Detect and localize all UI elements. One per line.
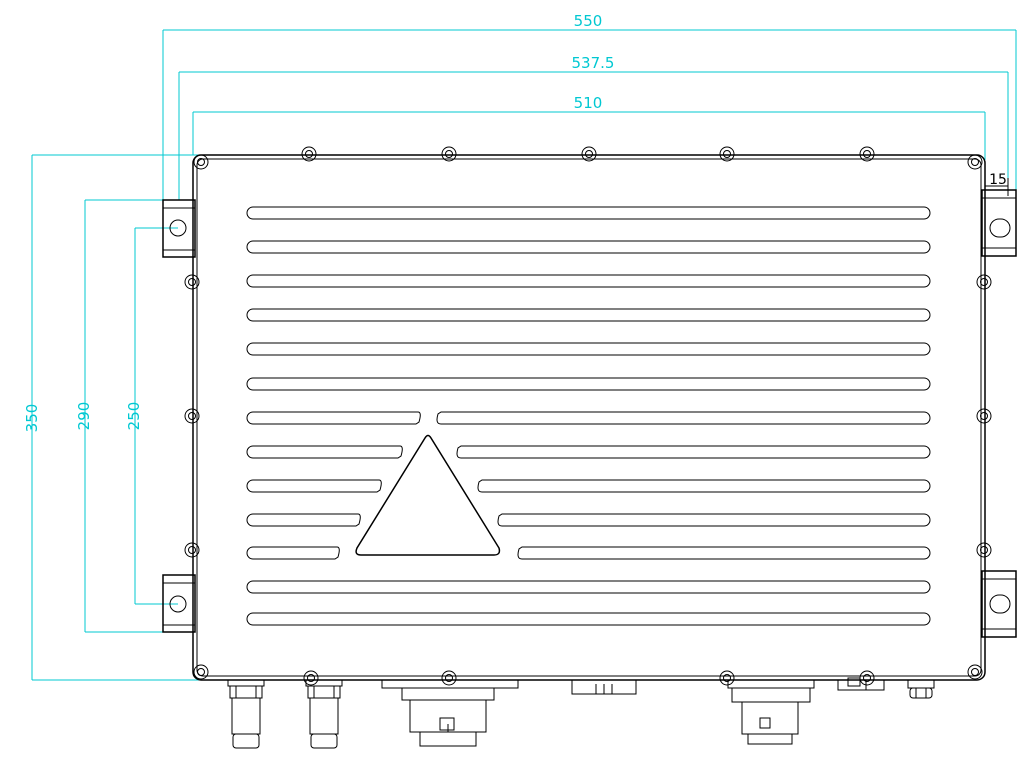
dimension-flange-width: 537.5 [178, 54, 1009, 200]
dim-label-290: 290 [75, 402, 93, 431]
bolt-boss [719, 670, 735, 686]
cooling-slot [246, 308, 931, 322]
signal-connector-small [571, 679, 637, 695]
bolt-boss [441, 670, 457, 686]
bolt-boss [184, 408, 200, 424]
dim-label-15: 15 [989, 172, 1007, 188]
bolt-boss [967, 154, 983, 170]
bolt-boss [859, 670, 875, 686]
bolt-boss [859, 146, 875, 162]
cooling-slot [246, 274, 931, 288]
dimension-hole-spacing: 250 [125, 227, 178, 605]
dim-label-250: 250 [125, 402, 143, 431]
cooling-slot [246, 612, 931, 626]
dim-label-537-5: 537.5 [572, 54, 615, 72]
cooling-slot [246, 546, 340, 560]
control-connector [727, 679, 815, 745]
bolt-boss [184, 274, 200, 290]
bolt-boss [719, 146, 735, 162]
dim-label-510: 510 [574, 94, 603, 112]
cooling-slot [436, 411, 931, 425]
cooling-slot [246, 342, 931, 356]
mounting-tab-bottom-right [981, 570, 1017, 638]
bolt-boss [581, 146, 597, 162]
cooling-slot [246, 479, 382, 493]
cooling-slot [246, 206, 931, 220]
bolt-boss [976, 408, 992, 424]
bolt-bosses [184, 146, 992, 686]
cooling-slot [246, 240, 931, 254]
dimension-tab-outer-height: 290 [75, 199, 165, 633]
mounting-tab-top-left [162, 199, 196, 258]
dim-label-550: 550 [574, 12, 603, 30]
dimension-overall-width: 550 [162, 12, 1017, 203]
ground-terminal [837, 677, 885, 691]
bolt-boss [193, 154, 209, 170]
warning-triangle [355, 434, 501, 556]
mounting-tab-bottom-left [162, 574, 196, 633]
coolant-port-left [227, 679, 265, 749]
cooling-slot [246, 411, 421, 425]
cooling-slot [246, 377, 931, 391]
bolt-boss [193, 664, 209, 680]
dim-label-350: 350 [23, 404, 41, 433]
cooling-slot [246, 580, 931, 594]
power-connector [381, 679, 519, 747]
bolt-boss [976, 542, 992, 558]
dimension-overall-height: 350 [23, 154, 200, 681]
bolt-boss [301, 146, 317, 162]
bolt-boss [441, 146, 457, 162]
bolt-boss [184, 542, 200, 558]
cooling-slot [456, 445, 931, 459]
bolt-boss [967, 664, 983, 680]
bolt-boss [976, 274, 992, 290]
mounting-tab-top-right [981, 189, 1017, 257]
cooling-slot [246, 513, 361, 527]
dimension-body-width: 510 [192, 94, 986, 160]
cooling-slot [517, 546, 931, 560]
bolt-boss [303, 670, 319, 686]
coolant-port-right [305, 679, 343, 749]
cooling-slot [497, 513, 931, 527]
dimension-tab-offset: 15 [985, 172, 1009, 196]
cooling-slots [246, 206, 931, 626]
vent-valve [907, 679, 935, 699]
cooling-slot [477, 479, 931, 493]
cooling-slot [246, 445, 403, 459]
